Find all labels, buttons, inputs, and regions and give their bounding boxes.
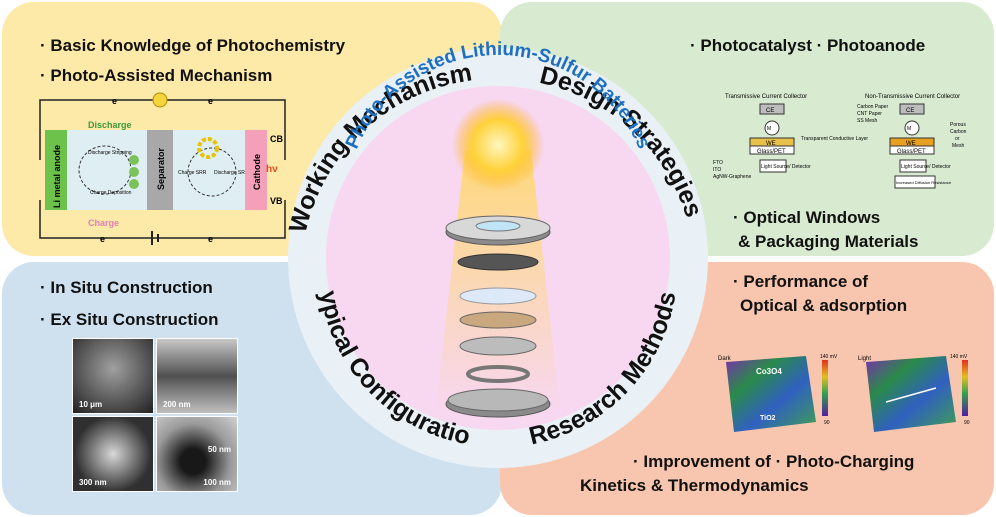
cathode-label: Cathode [252,154,262,190]
electron-label: e [208,96,213,106]
light-map [866,356,956,432]
resistance-label: Increased Diffusion Resistance [896,180,952,185]
bullet-optical-adsorption: Optical & adsorption [740,296,908,315]
mesh-label: Mesh [952,143,964,149]
transmissive-title: Transmissive Current Collector [725,94,807,100]
electrode-schematic: Transmissive Current Collector Non-Trans… [713,94,967,189]
separator-label: Separator [156,147,166,190]
tem-image-1: 200 nm [156,338,238,414]
deposition-label: Charge Deposition [90,190,132,196]
mv-bottom-label: 90 [964,420,970,426]
discharge-label: Discharge [88,120,132,130]
cell-spacer [459,336,537,356]
mv-top-label: 140 mV [950,354,968,360]
tio-label: TiO2 [760,415,776,422]
or-label: or [955,136,960,142]
m-label: M [907,126,911,132]
srr-discharge-label: Discharge SRR [214,170,249,176]
glass-label: Glass/PET [897,149,926,155]
cell-mesh [457,253,539,271]
bullet-photochemistry: · Basic Knowledge of Photochemistry [40,36,346,55]
cnt-paper-label: CNT Paper [857,111,882,117]
srr-charge-label: Charge SRR [178,170,207,176]
bullet-kinetics: Kinetics & Thermodynamics [580,476,809,495]
electron-label: e [100,234,105,244]
fto-label: FTO [713,160,723,166]
co-label: Co3O4 [756,367,782,376]
electron-label: e [112,96,117,106]
cell-electrode [459,311,537,329]
conductive-label: Transparent Conductive Layer [801,136,868,142]
separator-block [147,130,173,210]
bullet-packaging: & Packaging Materials [738,232,919,251]
cathode-block [245,130,267,210]
dark-colorbar [822,360,828,416]
bullet-optical-windows: · Optical Windows [733,208,881,227]
sem-image-1: 10 μm [72,338,154,414]
bullet-performance: · Performance of [733,272,869,291]
we-label: WE [766,141,776,147]
charge-label: Charge [88,218,119,228]
cell-separator [459,287,537,305]
dark-map [726,356,816,432]
stripping-label: Discharge Stripping [88,150,132,156]
detector-label: Light Source/ Detector [901,164,951,170]
anode-label: Li metal anode [52,145,62,208]
ce-label: CE [766,108,774,114]
dark-label: Dark [718,356,732,362]
bullet-ex-situ: · Ex Situ Construction [40,310,219,329]
cb-label: CB [270,134,283,144]
light-label: Light [858,356,871,362]
anode-block [45,130,67,210]
carbon-label: Carbon [950,129,967,135]
mv-bottom-label: 90 [824,420,830,426]
battery-schematic: e e e e Li metal anode Discharge Dischar… [39,92,286,245]
agnw-label: AgNW-Graphene [713,174,751,180]
lightbulb-icon [152,92,168,108]
sem-image-2: 300 nm [72,416,154,492]
detector-label: Light Source/ Detector [761,164,811,170]
bullet-in-situ: · In Situ Construction [40,278,213,297]
vb-label: VB [270,196,283,206]
ss-mesh-label: SS Mesh [857,118,878,124]
ito-label: ITO [713,167,721,173]
nontransmissive-title: Non-Transmissive Current Collector [865,94,960,100]
m-label: M [767,126,771,132]
glass-label: Glass/PET [757,149,786,155]
bullet-improvement: · Improvement of · Photo-Charging [633,452,915,471]
potential-maps: Dark Co3O4 TiO2 140 mV 90 Light 140 mV 9… [718,354,970,432]
bullet-photo-mechanism: · Photo-Assisted Mechanism [40,66,273,85]
carbon-paper-label: Carbon Paper [857,104,888,110]
light-colorbar [962,360,968,416]
porous-label: Porous [950,122,966,128]
ce-label: CE [906,108,914,114]
we-label: WE [906,141,916,147]
hv-label: hν [266,164,278,175]
electron-label: e [208,234,213,244]
sun-icon [452,99,544,191]
bullet-photocatalyst: · Photocatalyst · Photoanode [690,36,926,55]
mv-top-label: 140 mV [820,354,838,360]
cell-spring [466,365,530,383]
